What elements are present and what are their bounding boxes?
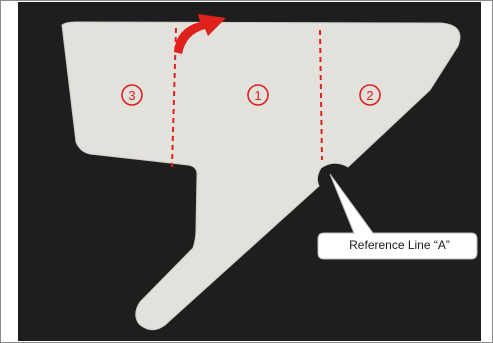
panel-1-label: 1 (254, 88, 261, 103)
callout-label: Reference Line “A” (322, 232, 477, 258)
panel-3-label: 3 (128, 88, 135, 103)
template-illustration: 3 1 2 (18, 2, 481, 341)
panel-2-label: 2 (366, 88, 373, 103)
template-photo: 3 1 2 Reference Line “A” (18, 2, 481, 341)
